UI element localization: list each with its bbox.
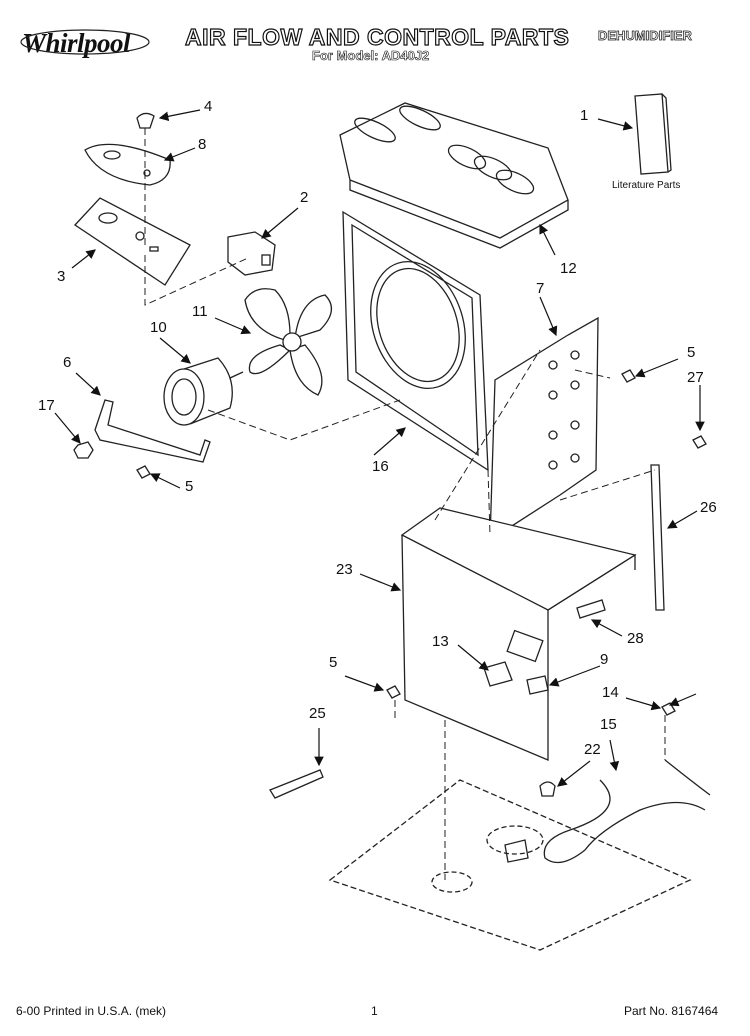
tie-strap-icon [269,769,324,799]
callout-26: 26 [700,499,717,516]
support-rod-icon [650,464,665,611]
logo-swoosh-icon [20,29,150,55]
switch-icon [227,231,276,276]
callout-4: 4 [204,98,213,115]
callout-11: 11 [192,303,208,320]
partition-panel-icon [489,316,599,542]
control-knob-icon [136,112,155,129]
screw-icon [692,435,707,449]
switch-bracket-icon [526,675,549,695]
callout-13: 13 [432,633,449,650]
screw-icon [136,465,151,479]
callout-5-lower: 5 [329,654,338,671]
top-cover-icon [339,102,569,249]
fan-blade-icon [244,288,332,396]
literature-parts-label: Literature Parts [612,180,681,191]
callout-3: 3 [57,268,66,285]
fan-shroud-icon [342,210,489,472]
callout-25: 25 [309,705,326,722]
product-type: DEHUMIDIFIER [598,28,693,44]
callout-5-left: 5 [185,478,194,495]
callout-16: 16 [372,458,389,475]
float-switch-icon [483,661,513,687]
screw-icon [621,369,636,383]
callout-5-right: 5 [687,344,696,361]
base-plate-icon [328,779,692,951]
callout-17: 17 [38,397,55,414]
clip-icon [576,599,606,619]
callout-10: 10 [150,319,167,336]
page-number: 1 [371,1004,378,1018]
callout-1: 1 [580,107,589,124]
callout-22: 22 [584,741,601,758]
power-cord-icon [543,759,711,864]
control-bracket-icon [74,197,191,286]
screw-icon [661,702,676,716]
motor-bracket-icon [94,399,211,463]
page-title: AIR FLOW AND CONTROL PARTS [184,23,570,50]
screw-icon [386,685,401,699]
print-info: 6-00 Printed in U.S.A. (mek) [16,1004,167,1018]
part-number: Part No. 8167464 [624,1004,719,1018]
callout-28: 28 [627,630,644,647]
control-panel-cover-icon [84,143,171,186]
callout-12: 12 [560,260,577,277]
callout-23: 23 [336,561,353,578]
strain-relief-icon [539,781,556,797]
model-line: For Model: AD40J2 [312,48,430,64]
literature-booklet-icon [634,93,669,175]
base-housing-icon [400,507,637,761]
callout-14: 14 [602,684,619,701]
callout-15: 15 [600,716,617,733]
callout-9: 9 [600,651,609,668]
callout-8: 8 [198,136,207,153]
callout-2: 2 [300,189,309,206]
callout-6: 6 [63,354,72,371]
callout-27: 27 [687,369,704,386]
callout-7: 7 [536,280,545,297]
fan-motor-icon [163,357,244,426]
nut-icon [73,441,94,459]
